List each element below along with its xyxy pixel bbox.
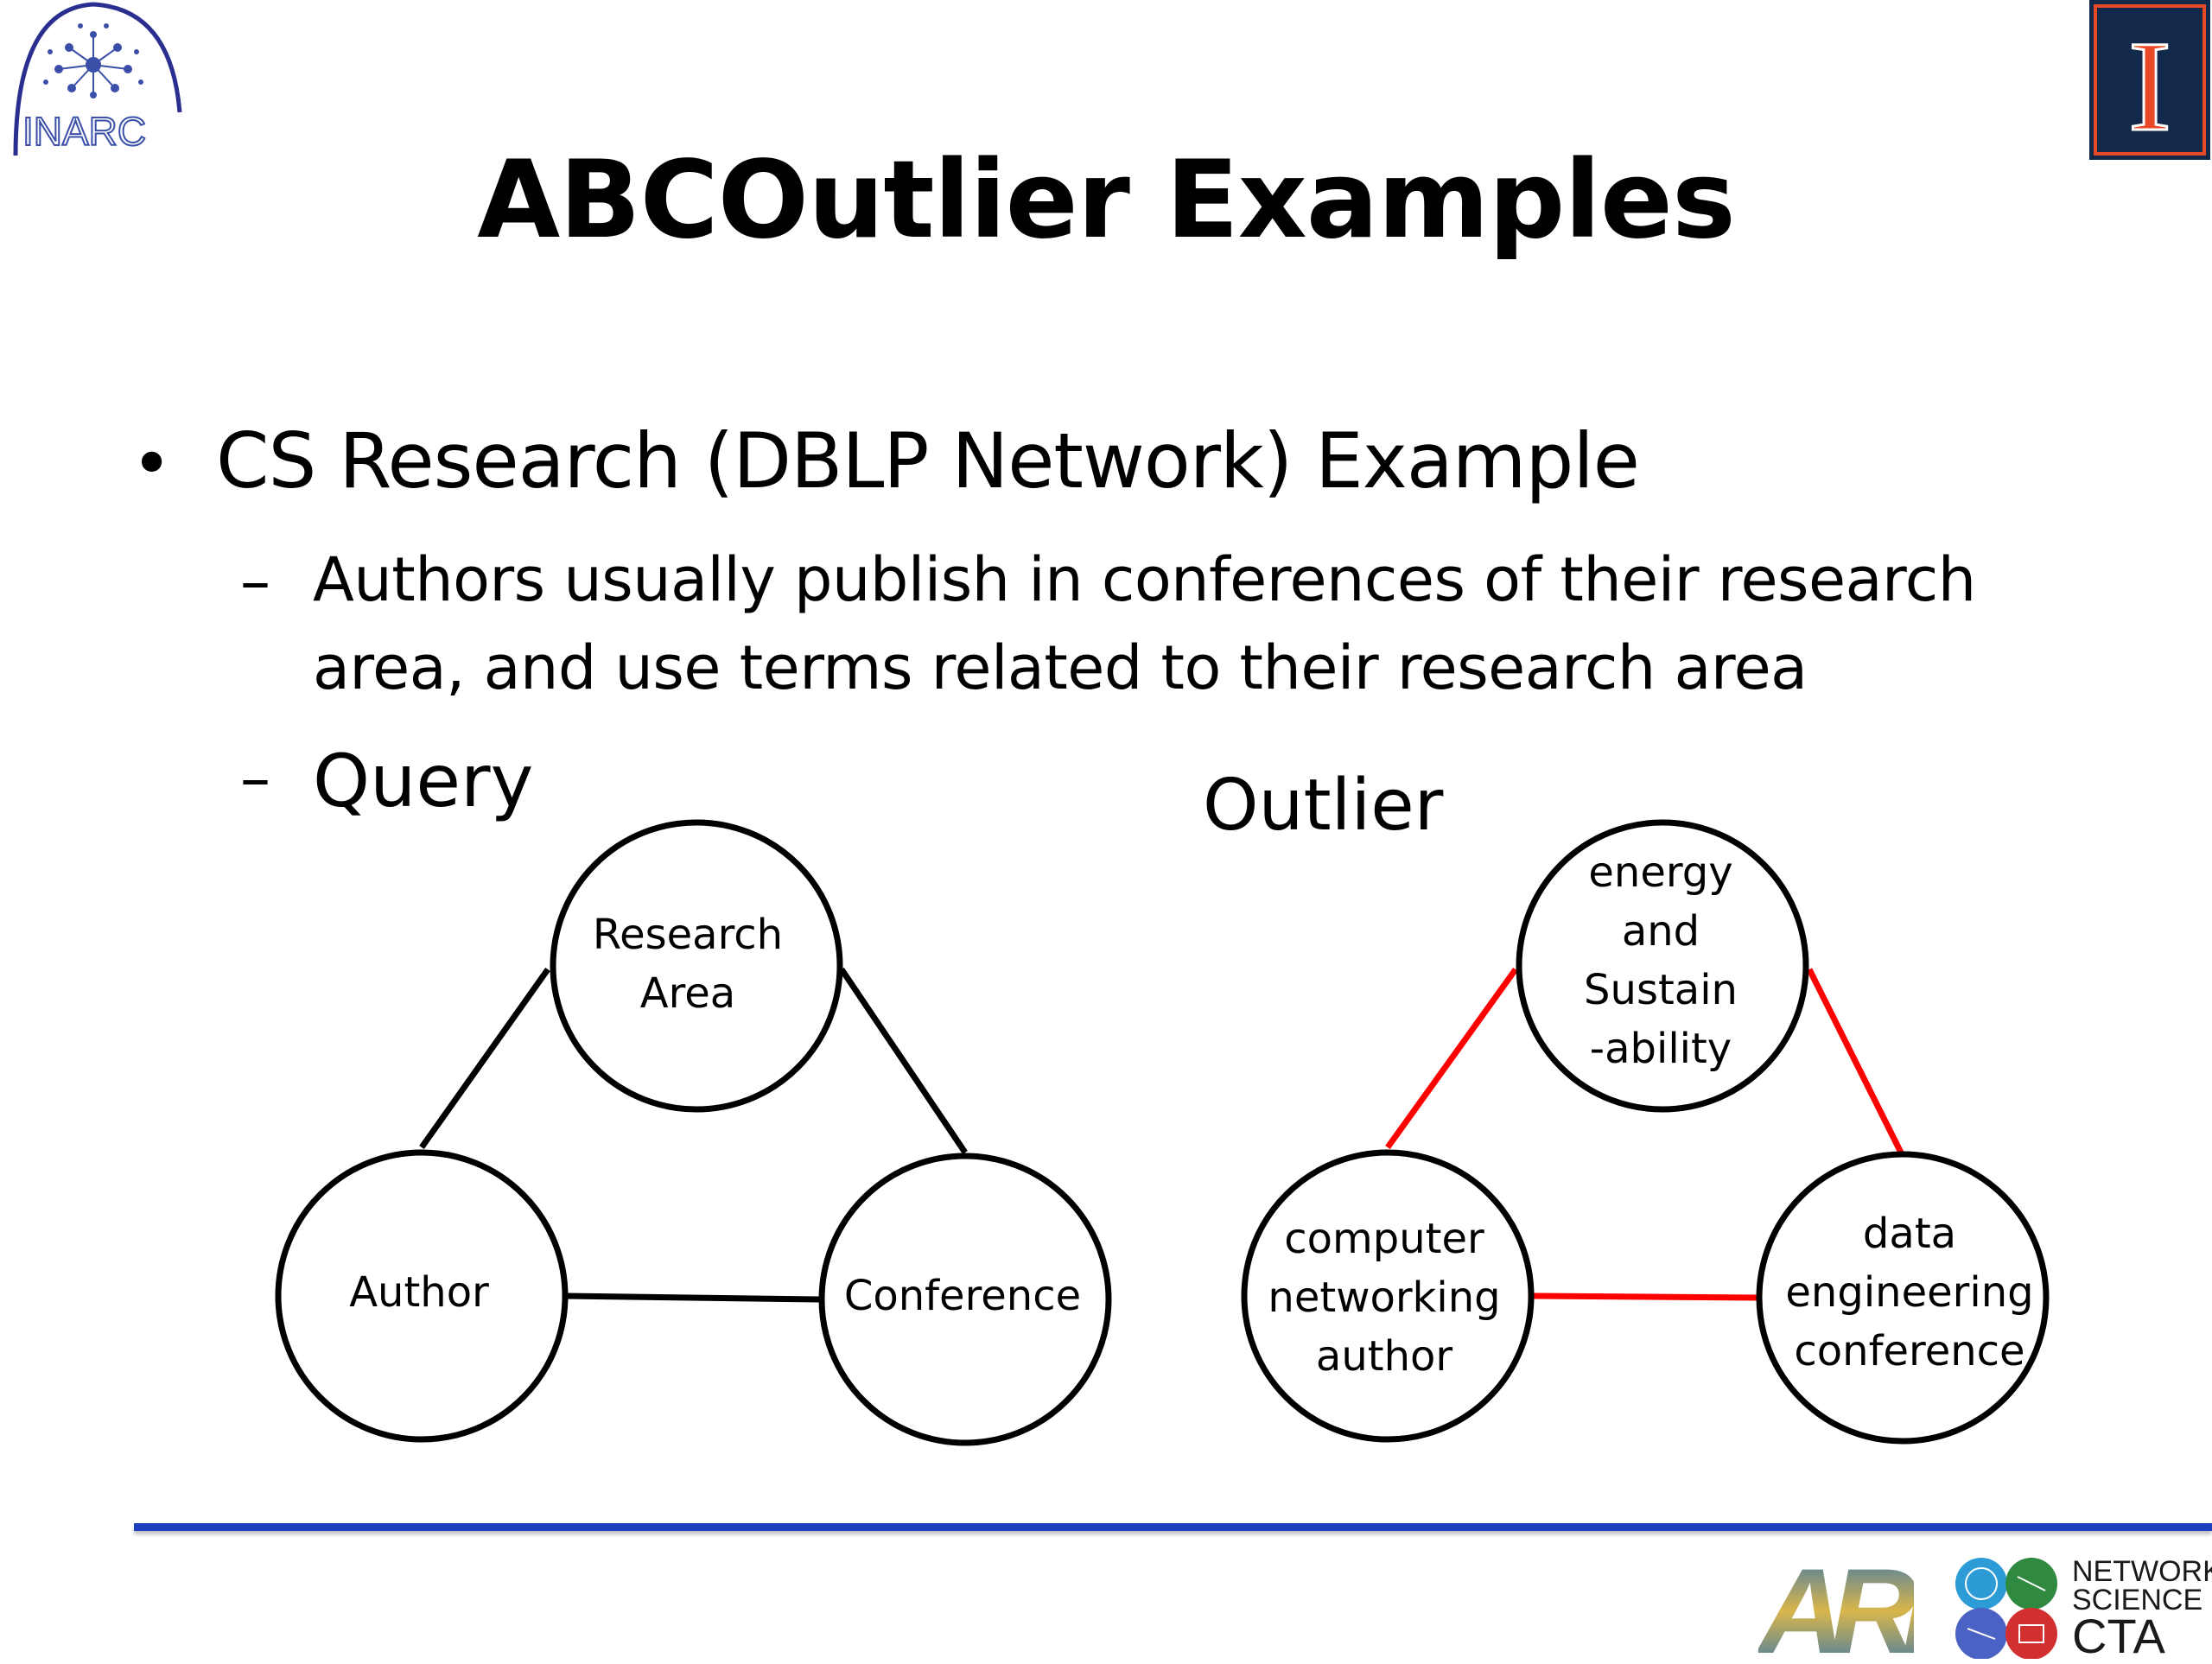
node-label-line: author — [1315, 1332, 1453, 1381]
sub-bullet-line-2: area, and use terms related to their res… — [313, 632, 1808, 703]
node-label-line: engineering — [1785, 1268, 2034, 1317]
node-label-line: Research — [592, 911, 784, 959]
inarc-logo: INARC — [7, 0, 193, 160]
arl-logo-text: ARL — [1758, 1551, 1914, 1659]
query-edge-area-author — [419, 967, 550, 1150]
node-label-line: networking — [1268, 1273, 1501, 1322]
inarc-logo-text: INARC — [22, 109, 146, 154]
outlier-edge-topic-author — [1385, 967, 1518, 1150]
query-node-research-area-label: Research Area — [593, 905, 783, 1023]
query-label: Query — [313, 739, 534, 823]
network-science-cta-logo: NETWORK SCIENCE CTA — [1948, 1551, 2212, 1663]
node-label-line: data — [1862, 1210, 1957, 1258]
node-label-line: Author — [349, 1268, 489, 1317]
main-bullet: CS Research (DBLP Network) Example — [216, 416, 1640, 505]
arl-logo: ARL — [1756, 1543, 1985, 1664]
sub-bullet-line-1: Authors usually publish in conferences o… — [313, 544, 1976, 615]
query-dash: – — [240, 743, 270, 814]
query-edge-area-conference — [839, 968, 968, 1154]
ns-logo-line-2: SCIENCE — [2072, 1584, 2203, 1616]
ns-logo-line-1: NETWORK — [2072, 1555, 2212, 1588]
ns-logo-line-3: CTA — [2072, 1609, 2165, 1663]
illinois-logo-letter: I — [2128, 15, 2171, 158]
node-label-line: computer — [1284, 1215, 1484, 1263]
node-label-line: -ability — [1589, 1025, 1732, 1073]
bottom-divider — [134, 1523, 2212, 1531]
node-label-line: energy — [1588, 848, 1733, 897]
outlier-node-topic-label: energy and Sustain -ability — [1584, 843, 1738, 1078]
query-edge-author-conference — [565, 1292, 820, 1303]
node-label-line: Conference — [843, 1272, 1082, 1320]
bullet-dot: • — [131, 423, 173, 504]
sub-bullet-dash: – — [240, 546, 270, 617]
query-node-conference-label: Conference — [844, 1267, 1081, 1325]
outlier-node-author-label: computer networking author — [1268, 1210, 1500, 1386]
node-label-line: Sustain — [1584, 966, 1738, 1014]
query-node-author-label: Author — [349, 1263, 489, 1322]
page-title: ABCOutlier Examples — [477, 138, 1736, 263]
outlier-edge-author-conference — [1530, 1292, 1760, 1301]
illinois-logo: I — [2089, 0, 2210, 160]
node-label-line: Area — [639, 969, 736, 1018]
node-label-line: and — [1621, 907, 1700, 956]
outlier-node-conference-label: data engineering conference — [1785, 1204, 2033, 1381]
node-label-line: conference — [1794, 1327, 2025, 1375]
outlier-edge-topic-conference — [1806, 968, 1904, 1154]
outlier-label: Outlier — [1203, 765, 1444, 847]
